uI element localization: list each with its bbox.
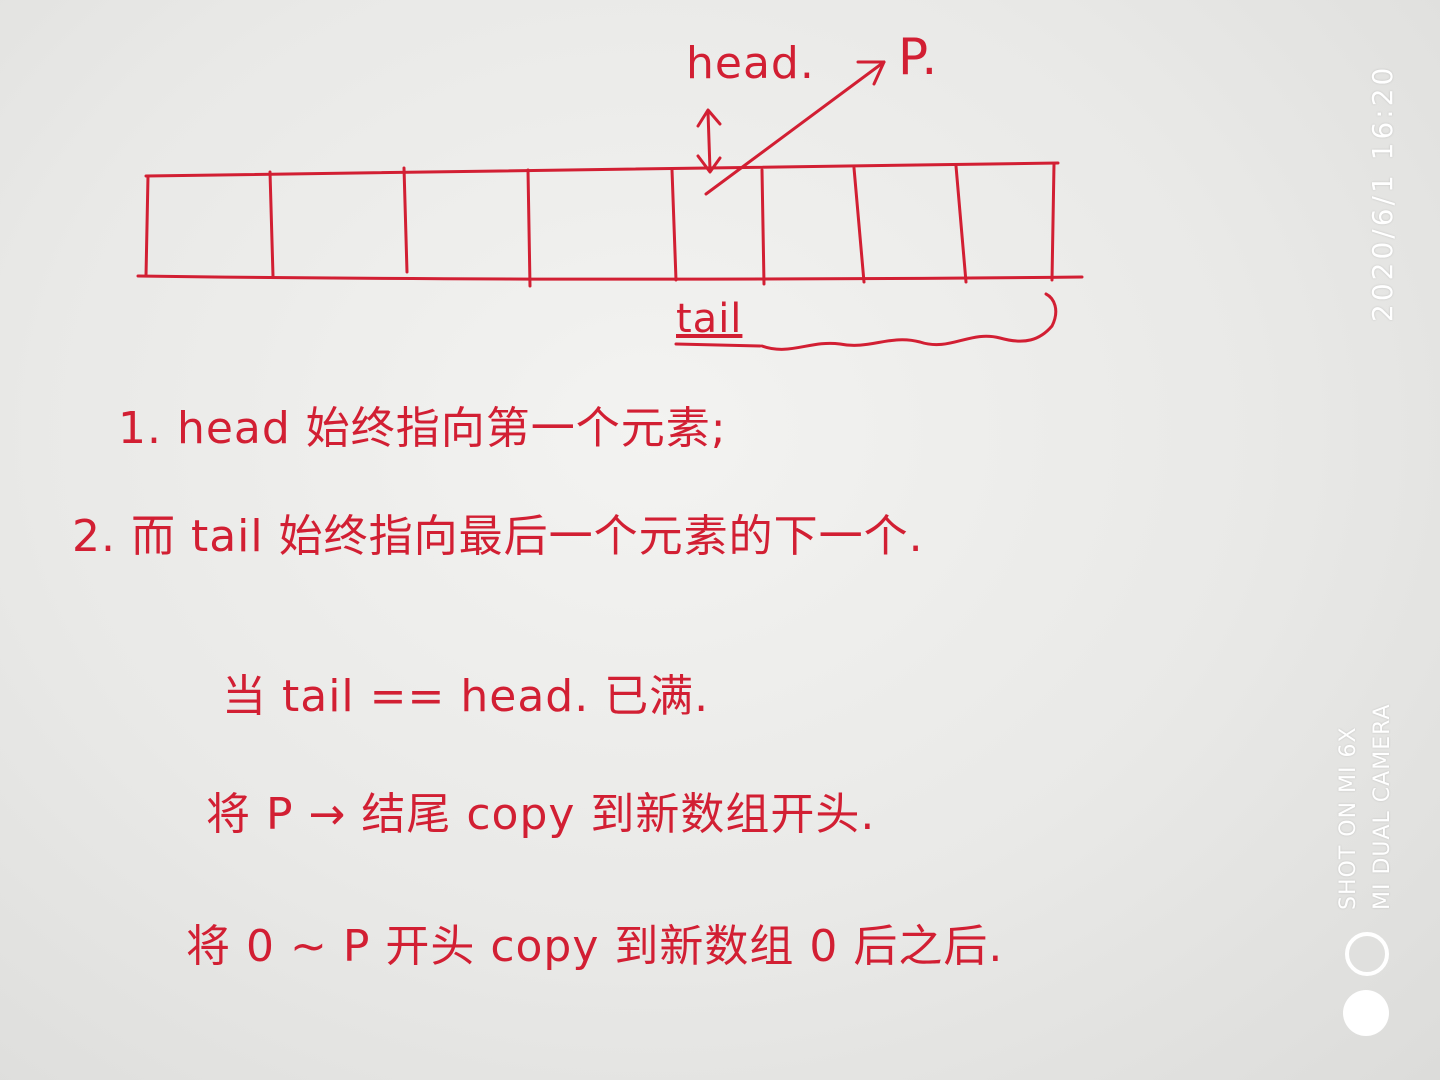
head-arrowhead-up: [696, 108, 722, 128]
head-pointer-arrow: [706, 110, 712, 172]
array-cell-divider: [1050, 162, 1056, 282]
p-label: P.: [898, 28, 939, 86]
array-cell-divider: [670, 168, 678, 282]
array-cell-divider: [954, 164, 968, 284]
array-top-edge: [144, 161, 1060, 178]
array-cell-divider: [760, 168, 766, 286]
array-cell-divider: [268, 170, 275, 278]
array-bottom-edge: [136, 274, 1084, 281]
note-line-1: 1. head 始终指向第一个元素;: [118, 403, 727, 454]
head-label: head.: [686, 38, 815, 89]
tail-wavy-line: [760, 292, 1058, 351]
p-arrowhead: [856, 60, 886, 86]
array-cell-divider: [144, 174, 150, 278]
array-cell-divider: [402, 166, 409, 274]
array-cell-divider: [526, 168, 532, 288]
tail-underline: [674, 342, 762, 348]
watermark-dot-icon: [1343, 990, 1389, 1036]
p-pointer-arrow: [704, 60, 886, 196]
watermark-datetime: 2020/6/1 16:20: [1366, 64, 1399, 322]
note-line-5: 将 0 ~ P 开头 copy 到新数组 0 后之后.: [186, 921, 1004, 972]
array-cell-divider: [852, 166, 866, 284]
watermark-camera: MI DUAL CAMERA: [1370, 703, 1395, 910]
tail-label: tail: [676, 296, 743, 342]
note-line-2: 2. 而 tail 始终指向最后一个元素的下一个.: [72, 511, 924, 562]
note-line-3: 当 tail == head. 已满.: [222, 671, 710, 722]
watermark-shot-on: SHOT ON MI 6X: [1336, 726, 1361, 910]
head-arrowhead-down: [696, 154, 722, 174]
watermark-ring-icon: [1345, 932, 1389, 976]
note-line-4: 将 P → 结尾 copy 到新数组开头.: [206, 789, 876, 840]
